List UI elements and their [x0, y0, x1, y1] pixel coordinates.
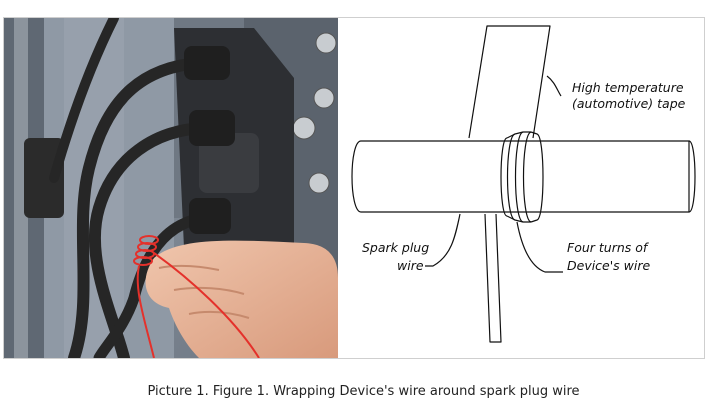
wire-leader — [425, 213, 461, 267]
device-wire-turns — [500, 131, 544, 223]
engine-photo — [4, 18, 338, 358]
label-wire-line1: Spark plug — [362, 240, 429, 255]
engine-photo-illustration — [4, 18, 338, 358]
label-tape-line1: High temperature — [572, 80, 684, 95]
label-turns-line2: Device's wire — [567, 258, 651, 273]
label-turns-line1: Four turns of — [567, 240, 649, 255]
wire-end-right — [688, 140, 696, 213]
figure-caption: Picture 1. Figure 1. Wrapping Device's w… — [147, 384, 580, 399]
wire-end-left — [351, 140, 362, 213]
tape-strip-lower — [484, 213, 502, 343]
wrapping-diagram-drawing: High temperature (automotive) tape Spark… — [351, 25, 696, 343]
tape-leader — [546, 75, 562, 97]
spark-plug-wire-cylinder — [361, 140, 690, 213]
turns-leader — [516, 221, 563, 273]
label-wire-line2: wire — [397, 258, 424, 273]
label-tape-line2: (automotive) tape — [572, 96, 686, 111]
tape-strip-upper — [468, 25, 551, 139]
wrapping-diagram: High temperature (automotive) tape Spark… — [339, 18, 704, 358]
